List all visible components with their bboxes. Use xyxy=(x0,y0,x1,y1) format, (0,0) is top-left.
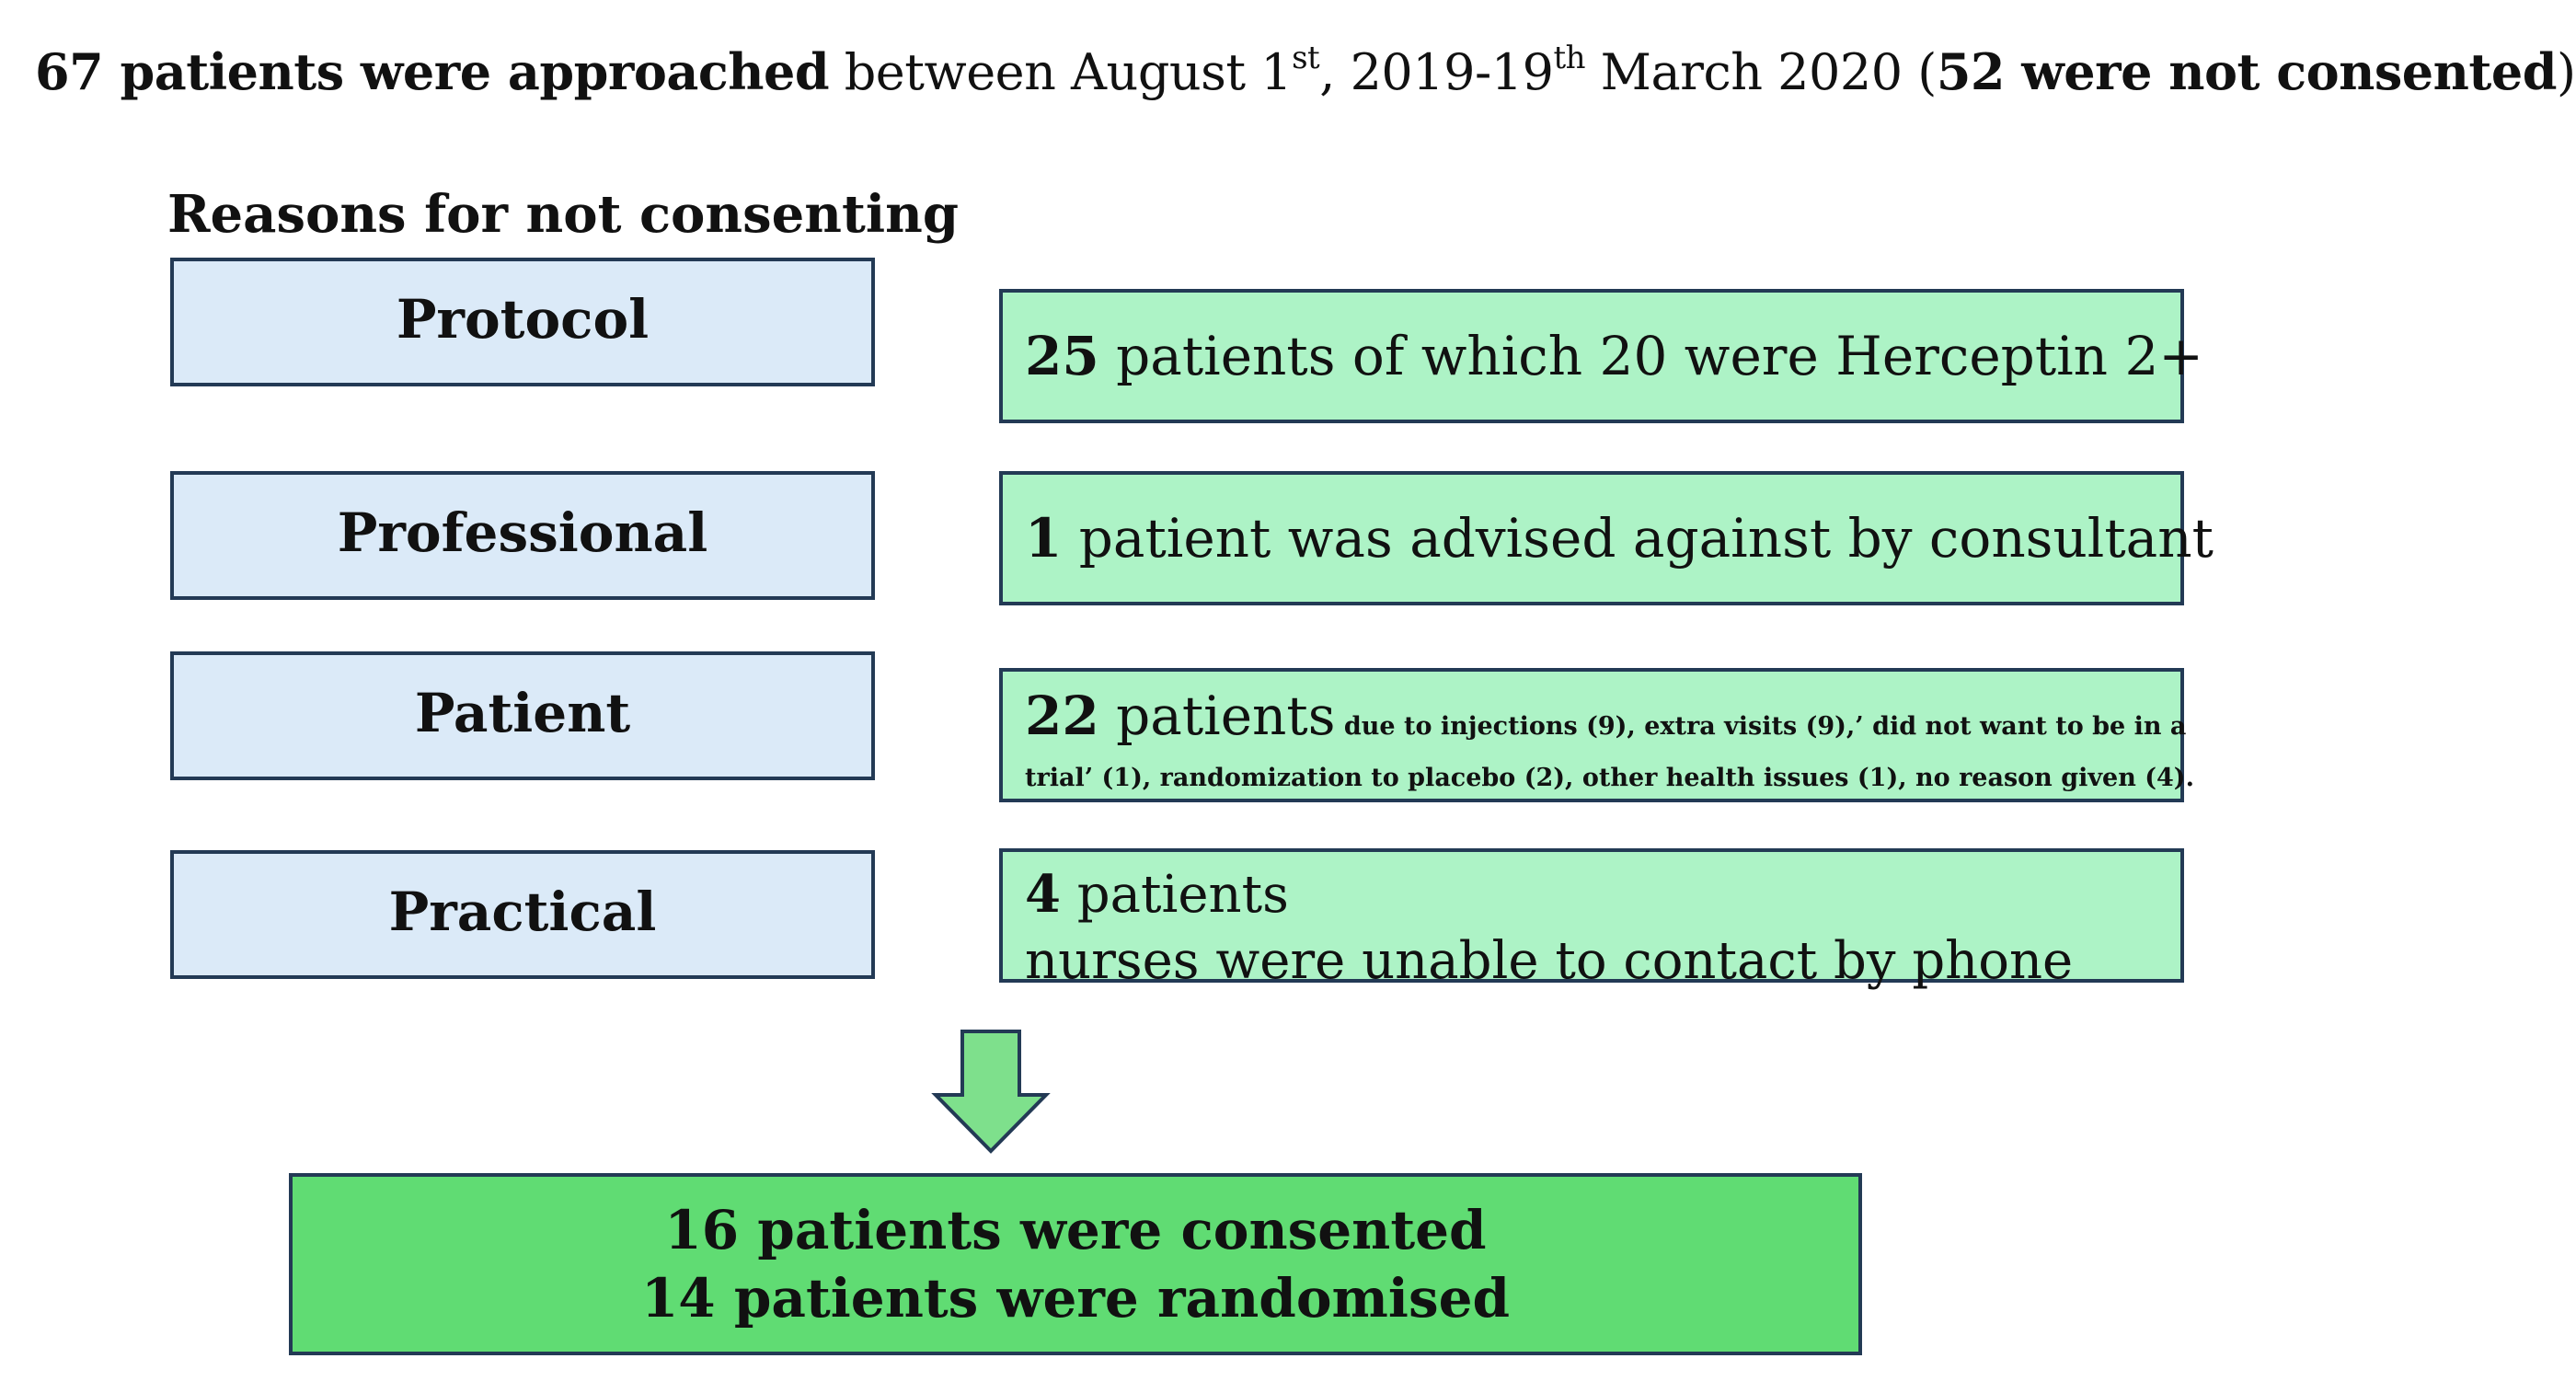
category-label-patient: Patient xyxy=(414,682,631,744)
header-sup-1: st xyxy=(1292,40,1320,76)
category-box-professional: Professional xyxy=(170,471,875,600)
header-text-2: , 2019-19 xyxy=(1319,43,1554,101)
detail-text-patient: patients xyxy=(1098,685,1336,747)
category-box-practical: Practical xyxy=(170,850,875,979)
detail-reasons-line-1: due to injections (9), extra visits (9),… xyxy=(1335,712,2187,741)
header-line: 67 patients were approached between Augu… xyxy=(35,35,2576,109)
category-label-professional: Professional xyxy=(337,501,708,564)
detail-text-protocol: patients of which 20 were Herceptin 2+ xyxy=(1098,325,2203,387)
detail-text-practical-line-2: nurses were unable to contact by phone xyxy=(1025,931,2074,991)
header-not-consented: 52 were not consented xyxy=(1936,42,2558,101)
header-approached: 67 patients were approached xyxy=(35,42,830,101)
detail-box-practical: 4 patients nurses were unable to contact… xyxy=(999,848,2184,991)
section-title: Reasons for not consenting xyxy=(167,184,959,245)
outcome-box: 16 patients were consented 14 patients w… xyxy=(289,1173,1862,1355)
detail-count-protocol: 25 xyxy=(1025,325,1099,387)
category-label-protocol: Protocol xyxy=(396,288,650,351)
detail-count-patient: 22 xyxy=(1025,685,1099,747)
outcome-randomised: 14 patients were randomised xyxy=(640,1267,1511,1330)
detail-text-professional: patient was advised against by consultan… xyxy=(1062,507,2214,570)
category-label-practical: Practical xyxy=(388,881,657,943)
detail-box-patient: 22 patients due to injections (9), extra… xyxy=(999,668,2194,802)
detail-reasons-line-2: trial’ (1), randomization to placebo (2)… xyxy=(1025,764,2194,792)
detail-count-practical: 4 xyxy=(1025,864,1061,925)
detail-count-professional: 1 xyxy=(1025,507,1063,570)
header-sup-2: th xyxy=(1553,40,1586,76)
category-box-protocol: Protocol xyxy=(170,258,875,386)
header-text-1: between August 1 xyxy=(829,43,1293,101)
down-arrow-icon xyxy=(931,1029,1051,1154)
header-text-4: ) xyxy=(2556,43,2576,101)
detail-box-protocol: 25 patients of which 20 were Herceptin 2… xyxy=(999,289,2203,423)
detail-text-practical: patients xyxy=(1060,865,1289,925)
detail-box-professional: 1 patient was advised against by consult… xyxy=(999,471,2214,605)
category-box-patient: Patient xyxy=(170,651,875,780)
header-text-3: March 2020 ( xyxy=(1585,43,1938,101)
outcome-consented: 16 patients were consented xyxy=(664,1199,1487,1261)
